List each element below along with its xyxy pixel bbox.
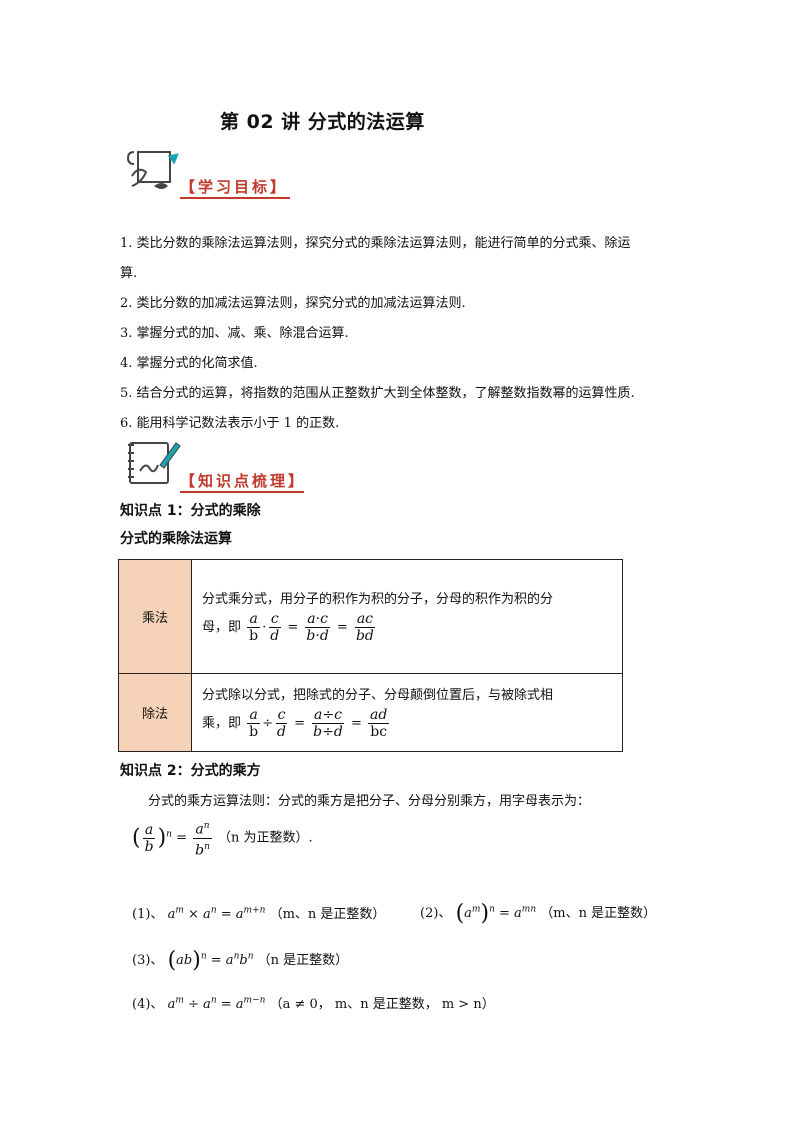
goal-item: 4. 掌握分式的化简求值. bbox=[120, 356, 258, 371]
goal-item: 1. 类比分数的乘除法运算法则，探究分式的乘除法运算法则，能进行简单的分式乘、除… bbox=[120, 236, 631, 251]
rule-2: (2)、 (am)n = amn （m、n 是正整数） bbox=[420, 901, 657, 926]
div-text2: 乘，即 bbox=[202, 716, 242, 731]
rule-4: (4)、 am ÷ an = am−n （a ≠ 0， m、n 是正整数， m … bbox=[132, 995, 495, 1012]
mul-text2: 母，即 bbox=[202, 620, 242, 635]
page-title: 第 02 讲 分式的法运算 bbox=[220, 111, 425, 133]
goals-list: 1. 类比分数的乘除法运算法则，探究分式的乘除法运算法则，能进行简单的分式乘、除… bbox=[120, 234, 680, 434]
kp2-heading: 知识点 2：分式的乘方 bbox=[120, 763, 261, 779]
kp2-note: （n 为正整数）. bbox=[218, 830, 313, 846]
mul-text: 分式乘分式，用分子的积作为积的分子，分母的积作为积的分 bbox=[202, 592, 554, 607]
kp1-heading: 知识点 1：分式的乘除 bbox=[120, 503, 261, 519]
goal-item: 3. 掌握分式的加、减、乘、除混合运算. bbox=[120, 326, 349, 341]
rule-1: (1)、 am × an = am+n （m、n 是正整数） bbox=[132, 905, 386, 922]
goal-item: 2. 类比分数的加减法运算法则，探究分式的加减法运算法则. bbox=[120, 296, 466, 311]
div-label: 除法 bbox=[118, 673, 192, 752]
goal-item: 5. 结合分式的运算，将指数的范围从正整数扩大到全体整数，了解整数指数幂的运算性… bbox=[120, 386, 635, 401]
section-goals-heading: 【学习目标】 bbox=[180, 178, 289, 196]
scroll-icon bbox=[124, 146, 182, 200]
goal-item: 6. 能用科学记数法表示小于 1 的正数. bbox=[120, 416, 340, 431]
notebook-pen-icon bbox=[124, 435, 182, 493]
divider bbox=[180, 491, 304, 493]
mul-label: 乘法 bbox=[118, 559, 192, 674]
kp1-subheading: 分式的乘除法运算 bbox=[120, 531, 232, 547]
divider bbox=[180, 197, 290, 199]
rule-3: (3)、 (ab)n = anbn （n 是正整数） bbox=[132, 948, 349, 973]
goal-item: 算. bbox=[120, 266, 138, 281]
div-text: 分式除以分式，把除式的分子、分母颠倒位置后，与被除式相 bbox=[202, 688, 554, 703]
section-knowledge-heading: 【知识点梳理】 bbox=[180, 472, 307, 490]
kp2-text: 分式的乘方运算法则：分式的乘方是把分子、分母分别乘方，用字母表示为： bbox=[148, 794, 591, 809]
